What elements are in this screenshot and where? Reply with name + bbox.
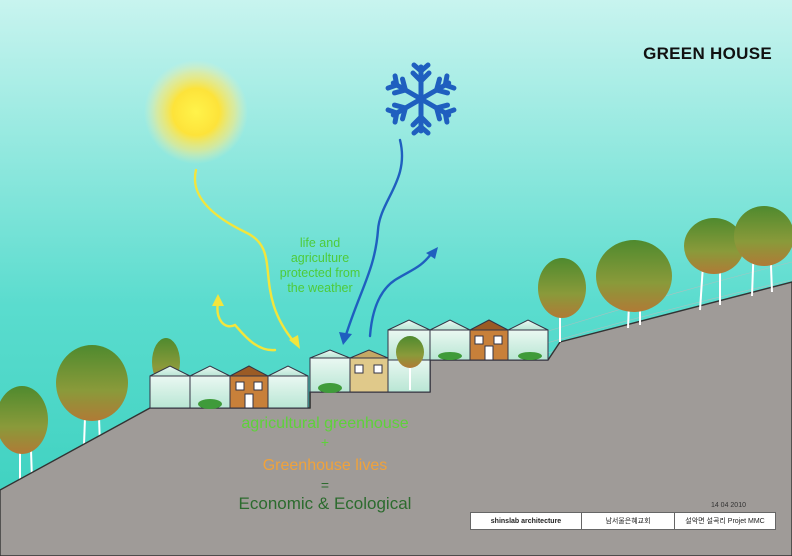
equation-plus: +: [320, 434, 330, 450]
title-block-project: 설악면 설곡리 Projet MMC: [685, 518, 765, 525]
sun-ray-arrow: [193, 168, 300, 349]
title-block: shinslab architecture 남서울은혜교회 설악면 설곡리 Pr…: [470, 512, 776, 530]
equation-equals: =: [320, 477, 330, 493]
title-block-client: 남서울은혜교회: [582, 513, 675, 529]
trees-right: [538, 206, 792, 342]
weather-caption: life and agriculture protected from the …: [270, 236, 370, 296]
tree: [538, 258, 586, 342]
title-block-firm: shinslab architecture: [471, 513, 582, 529]
equation-term-2: Greenhouse lives: [262, 457, 388, 474]
equation-term-1: agricultural greenhouse: [241, 415, 409, 432]
tree: [684, 218, 744, 311]
snowflake-icon: [388, 62, 455, 133]
greenhouse-row-upper: [387, 319, 549, 361]
caption-line: life and: [299, 236, 341, 250]
caption-line: protected from: [279, 266, 361, 280]
caption-line: agriculture: [290, 251, 350, 265]
cold-deflect-arrow: [368, 247, 438, 338]
tree: [734, 206, 792, 297]
greenhouse-row-lower: [149, 365, 309, 409]
equation-result: Economic & Ecological: [238, 494, 412, 513]
caption-line: the weather: [287, 281, 353, 295]
page-title: GREEN HOUSE: [643, 44, 772, 63]
reflected-heat-arrow: [212, 294, 277, 352]
tree: [396, 336, 424, 390]
tree: [596, 240, 672, 329]
drawing-date: 14 04 2010: [710, 502, 746, 509]
sun-icon: [144, 60, 248, 164]
tree: [0, 386, 48, 481]
cold-flow-arrow: [339, 138, 404, 345]
